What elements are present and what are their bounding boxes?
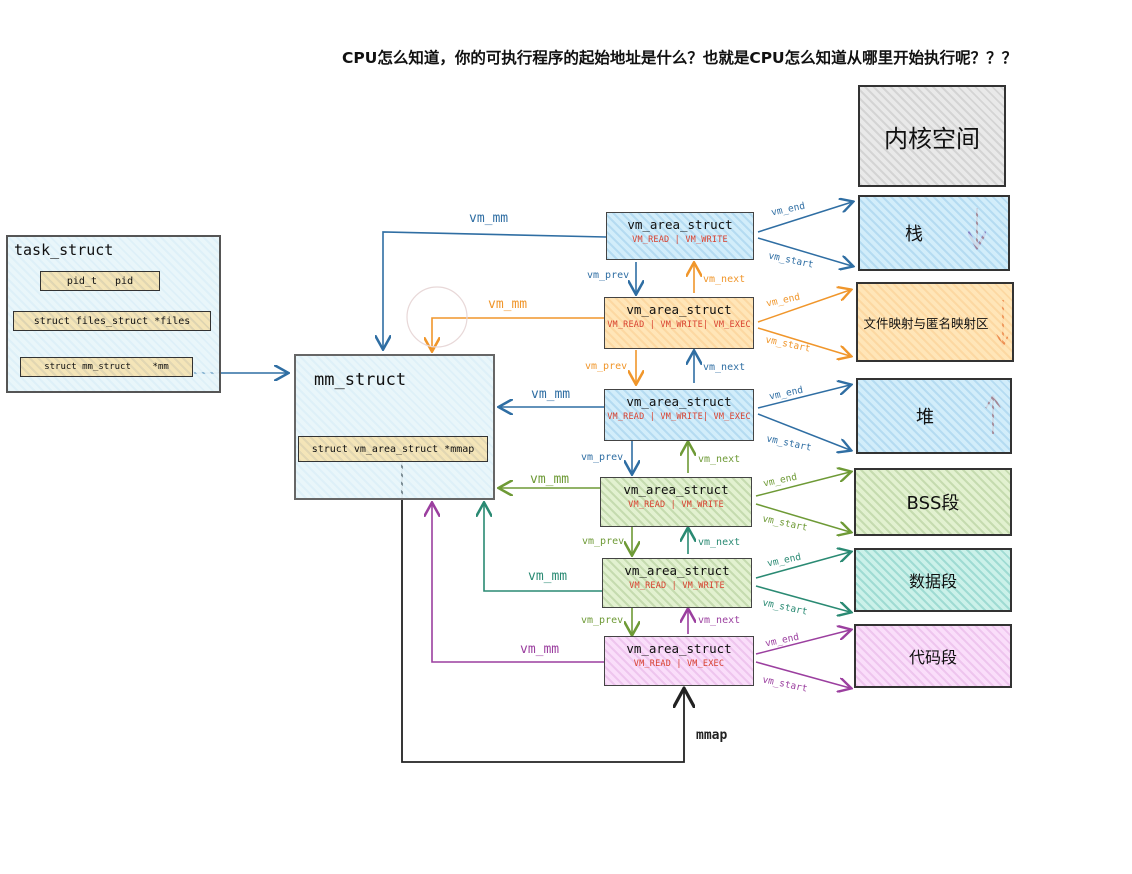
vm-mm-label: vm_mm: [520, 642, 560, 657]
vm-area-flags: VM_READ | VM_WRITE: [628, 500, 724, 510]
vm-area-data: vm_area_struct VM_READ | VM_WRITE: [602, 558, 752, 608]
vm-mm-label: vm_mm: [488, 297, 528, 312]
segment-label: 栈: [905, 224, 923, 245]
vm-prev-label: vm_prev: [587, 270, 630, 281]
vm-area-title: vm_area_struct: [626, 641, 732, 656]
segment-mmap-area: 文件映射与匿名映射区: [856, 282, 1014, 362]
vm-area-flags: VM_READ | VM_WRITE| VM_EXEC: [607, 320, 751, 330]
pid-field: pid_t pid: [40, 271, 160, 291]
vm-area-title: vm_area_struct: [624, 563, 730, 578]
segment-label: 代码段: [908, 648, 957, 667]
vm-area-title: vm_area_struct: [626, 302, 732, 317]
segment-heap: 堆: [856, 378, 1012, 454]
segment-label: BSS段: [906, 493, 960, 514]
vm-prev-label: vm_prev: [582, 536, 625, 547]
vm-end-arrow-5: [755, 552, 850, 579]
mm-field: struct mm_struct *mm: [20, 357, 193, 377]
mmap-field: struct vm_area_struct *mmap: [298, 436, 488, 462]
vm-end-arrow-4: [755, 472, 850, 497]
vm-area-flags: VM_READ | VM_WRITE: [632, 235, 728, 245]
segment-label: 数据段: [908, 572, 957, 591]
vm-area-stack: vm_area_struct VM_READ | VM_WRITE: [606, 212, 754, 260]
files-field: struct files_struct *files: [13, 311, 211, 331]
sketch-circle: [406, 286, 468, 348]
segment-stack: 栈: [858, 195, 1010, 271]
vm-end-arrow-6: [755, 630, 850, 655]
vm-area-title: vm_area_struct: [623, 482, 729, 497]
vm-area-title: vm_area_struct: [627, 217, 733, 232]
vm-mm-arrow-6: [432, 504, 604, 663]
vm-area-heap: vm_area_struct VM_READ | VM_WRITE| VM_EX…: [604, 389, 754, 441]
vm-area-title: vm_area_struct: [626, 394, 732, 409]
vm-area-flags: VM_READ | VM_WRITE| VM_EXEC: [607, 412, 751, 422]
vm-area-bss: vm_area_struct VM_READ | VM_WRITE: [600, 477, 752, 527]
vm-mm-arrow-2: [432, 317, 604, 350]
vm-end-arrow-2: [757, 290, 850, 323]
vm-next-label: vm_next: [698, 537, 741, 548]
vm-next-label: vm_next: [698, 615, 741, 626]
vm-mm-arrow-1: [383, 231, 607, 348]
mmap-arrow: [401, 462, 684, 763]
vm-next-label: vm_next: [703, 274, 746, 285]
task-struct-title: task_struct: [14, 241, 114, 259]
vm-area-mmap: vm_area_struct VM_READ | VM_WRITE| VM_EX…: [604, 297, 754, 349]
vm-mm-label: vm_mm: [528, 569, 568, 584]
segment-data: 数据段: [854, 548, 1012, 612]
diagram-question: CPU怎么知道，你的可执行程序的起始地址是什么？也就是CPU怎么知道从哪里开始执…: [342, 49, 1018, 67]
vm-start-arrow-5: [755, 585, 850, 612]
segment-bss: BSS段: [854, 468, 1012, 536]
vm-mm-label: vm_mm: [531, 387, 571, 402]
vm-start-arrow-2: [757, 327, 850, 356]
segment-label: 文件映射与匿名映射区: [863, 315, 989, 331]
vm-area-flags: VM_READ | VM_WRITE: [629, 581, 725, 591]
segment-kernel-space: 内核空间: [858, 85, 1006, 187]
vm-mm-arrow-5: [484, 504, 602, 592]
vm-mm-label: vm_mm: [530, 472, 570, 487]
vm-mm-label: vm_mm: [469, 211, 509, 226]
mmap-label: mmap: [696, 728, 728, 743]
segment-code: 代码段: [854, 624, 1012, 688]
vm-start-arrow-6: [755, 661, 850, 688]
mm-struct-box: mm_struct: [294, 354, 495, 500]
vm-prev-label: vm_prev: [581, 615, 624, 626]
vm-area-code: vm_area_struct VM_READ | VM_EXEC: [604, 636, 754, 686]
vm-prev-label: vm_prev: [585, 361, 628, 372]
vm-next-label: vm_next: [698, 454, 741, 465]
vm-start-arrow-3: [757, 413, 850, 450]
vm-area-flags: VM_READ | VM_EXEC: [633, 659, 725, 669]
vm-end-arrow-1: [757, 202, 852, 233]
vm-end-arrow-3: [757, 385, 850, 409]
vm-start-arrow-4: [755, 503, 850, 532]
vm-start-arrow-1: [757, 237, 852, 266]
vm-next-label: vm_next: [703, 362, 746, 373]
segment-label: 堆: [916, 407, 934, 428]
segment-label: 内核空间: [884, 124, 980, 153]
mm-struct-title: mm_struct: [314, 370, 407, 390]
vm-prev-label: vm_prev: [581, 452, 624, 463]
